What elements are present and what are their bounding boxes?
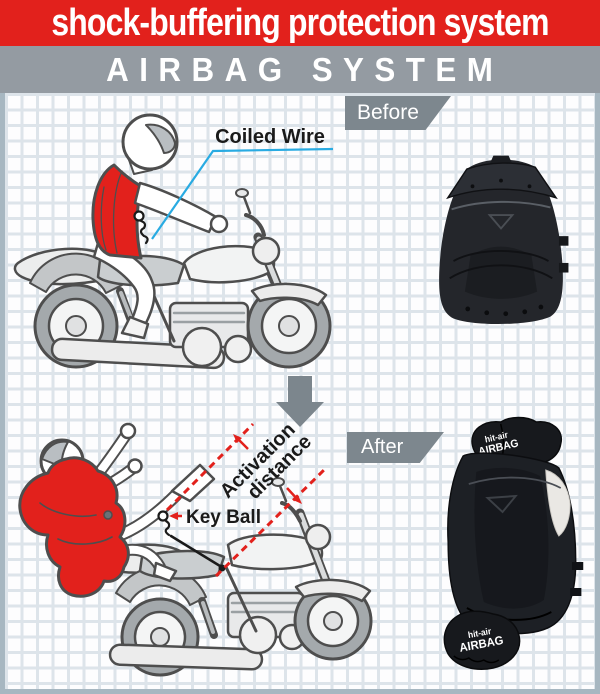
subtitle-banner: AIRBAG SYSTEM [0,46,600,93]
activation-distance-label: Activation distance [216,415,318,517]
activation-arrowhead-up [233,434,242,443]
coiled-wire [139,219,149,245]
shoulder-patch [545,469,571,537]
before-tag-label: Before [357,101,419,124]
motorcycle-before [13,188,332,370]
activation-arrowhead-down [293,495,302,504]
after-tag-label: After [361,436,404,458]
airbag-vest-inflated [18,456,130,598]
vest-triangle-emblem [487,214,515,230]
coiled-wire-label: Coiled Wire [215,126,325,148]
key-ball-arrowhead [169,512,178,520]
key-ball-before [133,210,145,222]
rider-before [91,113,229,340]
after-illustration: Activation distance Key Ball [18,415,373,677]
headline-title: shock-buffering protection system [51,1,549,44]
before-vest-photo [439,155,569,325]
down-arrow-shape [276,376,324,427]
activation-line-end [214,468,326,578]
key-ball [157,510,169,522]
bottom-cushion [443,610,521,670]
key-ball-label: Key Ball [186,507,261,528]
after-tag: After [347,432,444,463]
airbag-vest-deflated [91,163,144,260]
pulled-wire [169,534,222,568]
coiled-wire-callout-line [151,147,334,240]
subtitle-text: AIRBAG SYSTEM [106,50,504,88]
before-illustration: Coiled Wire [13,113,334,370]
after-vest-photo: hit-air AIRBAG hit-air AIRBAG [443,416,584,670]
vest-triangle-emblem [485,494,518,514]
svg-text:hit-air: hit-air [467,626,492,641]
down-arrow-icon [276,376,324,427]
rider-after [18,422,226,598]
front-wheel [246,283,332,369]
headline-banner: shock-buffering protection system [0,0,600,46]
